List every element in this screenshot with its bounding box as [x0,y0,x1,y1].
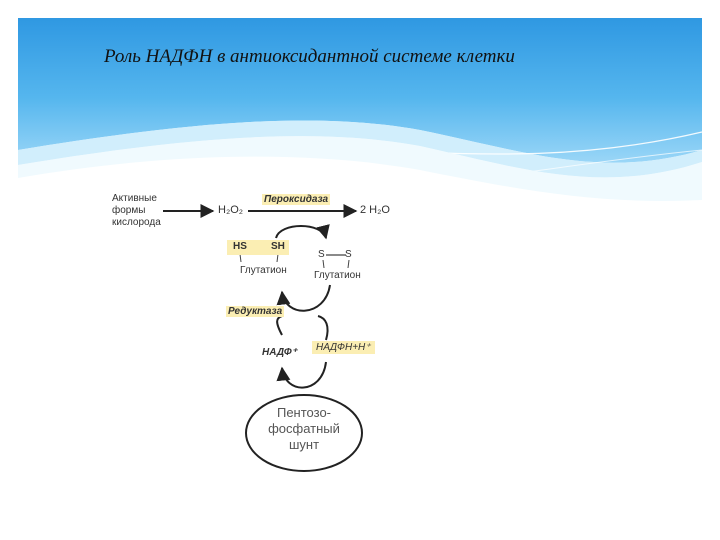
ros-label-line-2: формы [112,205,146,216]
hs-label: HS [233,241,247,252]
cycle-peroxidase-arc [275,224,330,240]
pentose-shunt-line-3: шунт [288,437,320,452]
reductase-label: Редуктаза [226,306,285,317]
pentose-shunt-line-1: Пентозо- [276,405,332,420]
slide-title: Роль НАДФН в антиоксидантной системе кле… [104,46,515,67]
s-right-label: S [345,249,352,260]
sh-label: SH [271,241,285,252]
ros-label-line-3: кислорода [112,217,161,228]
hs-sh-highlight [227,240,289,255]
cycle-reductase-right [317,315,329,341]
nadph-label: НАДФН+Н⁺ [312,341,375,354]
cycle-reductase-arc [276,284,331,312]
nadp-label: НАДФ⁺ [262,347,297,358]
h2o2-label: H₂O₂ [218,204,244,216]
glutathione-reduced-label: Глутатион [240,265,287,276]
glutathione-oxidized-label: Глутатион [314,270,361,281]
pentose-shunt-line-2: фосфатный [268,421,340,436]
cycle-reductase-left [276,315,283,336]
water-label: 2 H₂O [360,204,390,216]
cycle-nadp-arc [276,361,327,389]
ros-label-line-1: Активные [112,193,157,204]
peroxidase-label: Пероксидаза [262,194,331,205]
s-left-label: S [318,249,325,260]
pentose-shunt-ellipse [245,394,363,472]
